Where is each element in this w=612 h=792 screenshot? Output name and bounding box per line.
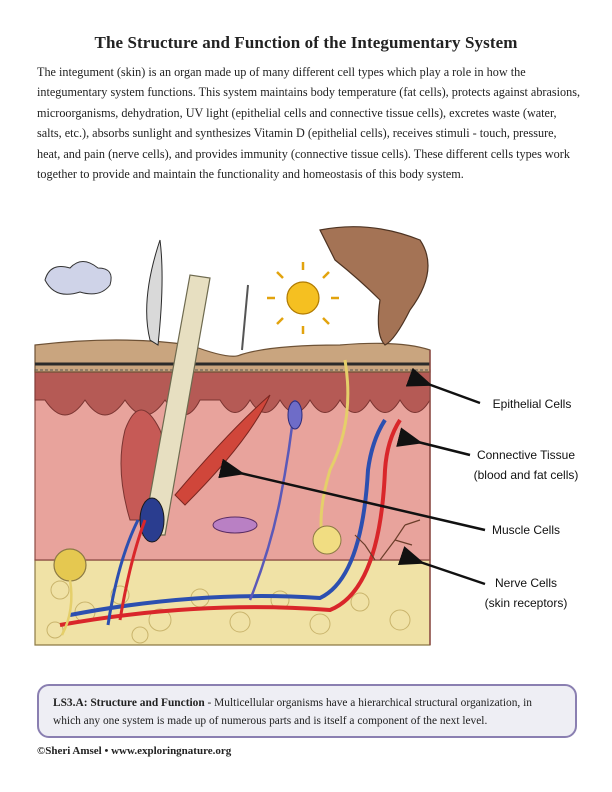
copyright-footer: ©Sheri Amsel • www.exploringnature.org bbox=[37, 745, 232, 757]
label-nerve-cells: Nerve Cells (skin receptors) bbox=[480, 573, 572, 613]
epithelial-arrow bbox=[405, 367, 481, 405]
label-nerve-line2: (skin receptors) bbox=[484, 596, 568, 610]
standard-callout-box: LS3.A: Structure and Function - Multicel… bbox=[37, 684, 577, 738]
page-title: The Structure and Function of the Integu… bbox=[94, 33, 518, 52]
label-connective-line1: Connective Tissue bbox=[476, 448, 576, 462]
label-muscle-cells: Muscle Cells bbox=[491, 523, 560, 537]
standard-code: LS3.A: Structure and Function bbox=[53, 697, 205, 709]
label-arrows bbox=[218, 367, 486, 586]
label-connective-line2: (blood and fat cells) bbox=[473, 468, 579, 482]
skin-diagram: Epithelial Cells Connective Tissue (bloo… bbox=[0, 205, 612, 675]
label-epithelial-cells: Epithelial Cells bbox=[492, 397, 572, 411]
label-nerve-line1: Nerve Cells bbox=[494, 576, 557, 590]
nerve-arrow bbox=[397, 546, 486, 586]
intro-paragraph: The integument (skin) is an organ made u… bbox=[37, 65, 581, 182]
muscle-arrow bbox=[218, 458, 486, 532]
standard-text: - Multicellular organisms have a hierarc… bbox=[53, 697, 532, 727]
connective-arrow bbox=[396, 427, 471, 457]
label-connective-tissue: Connective Tissue (blood and fat cells) bbox=[470, 445, 582, 485]
